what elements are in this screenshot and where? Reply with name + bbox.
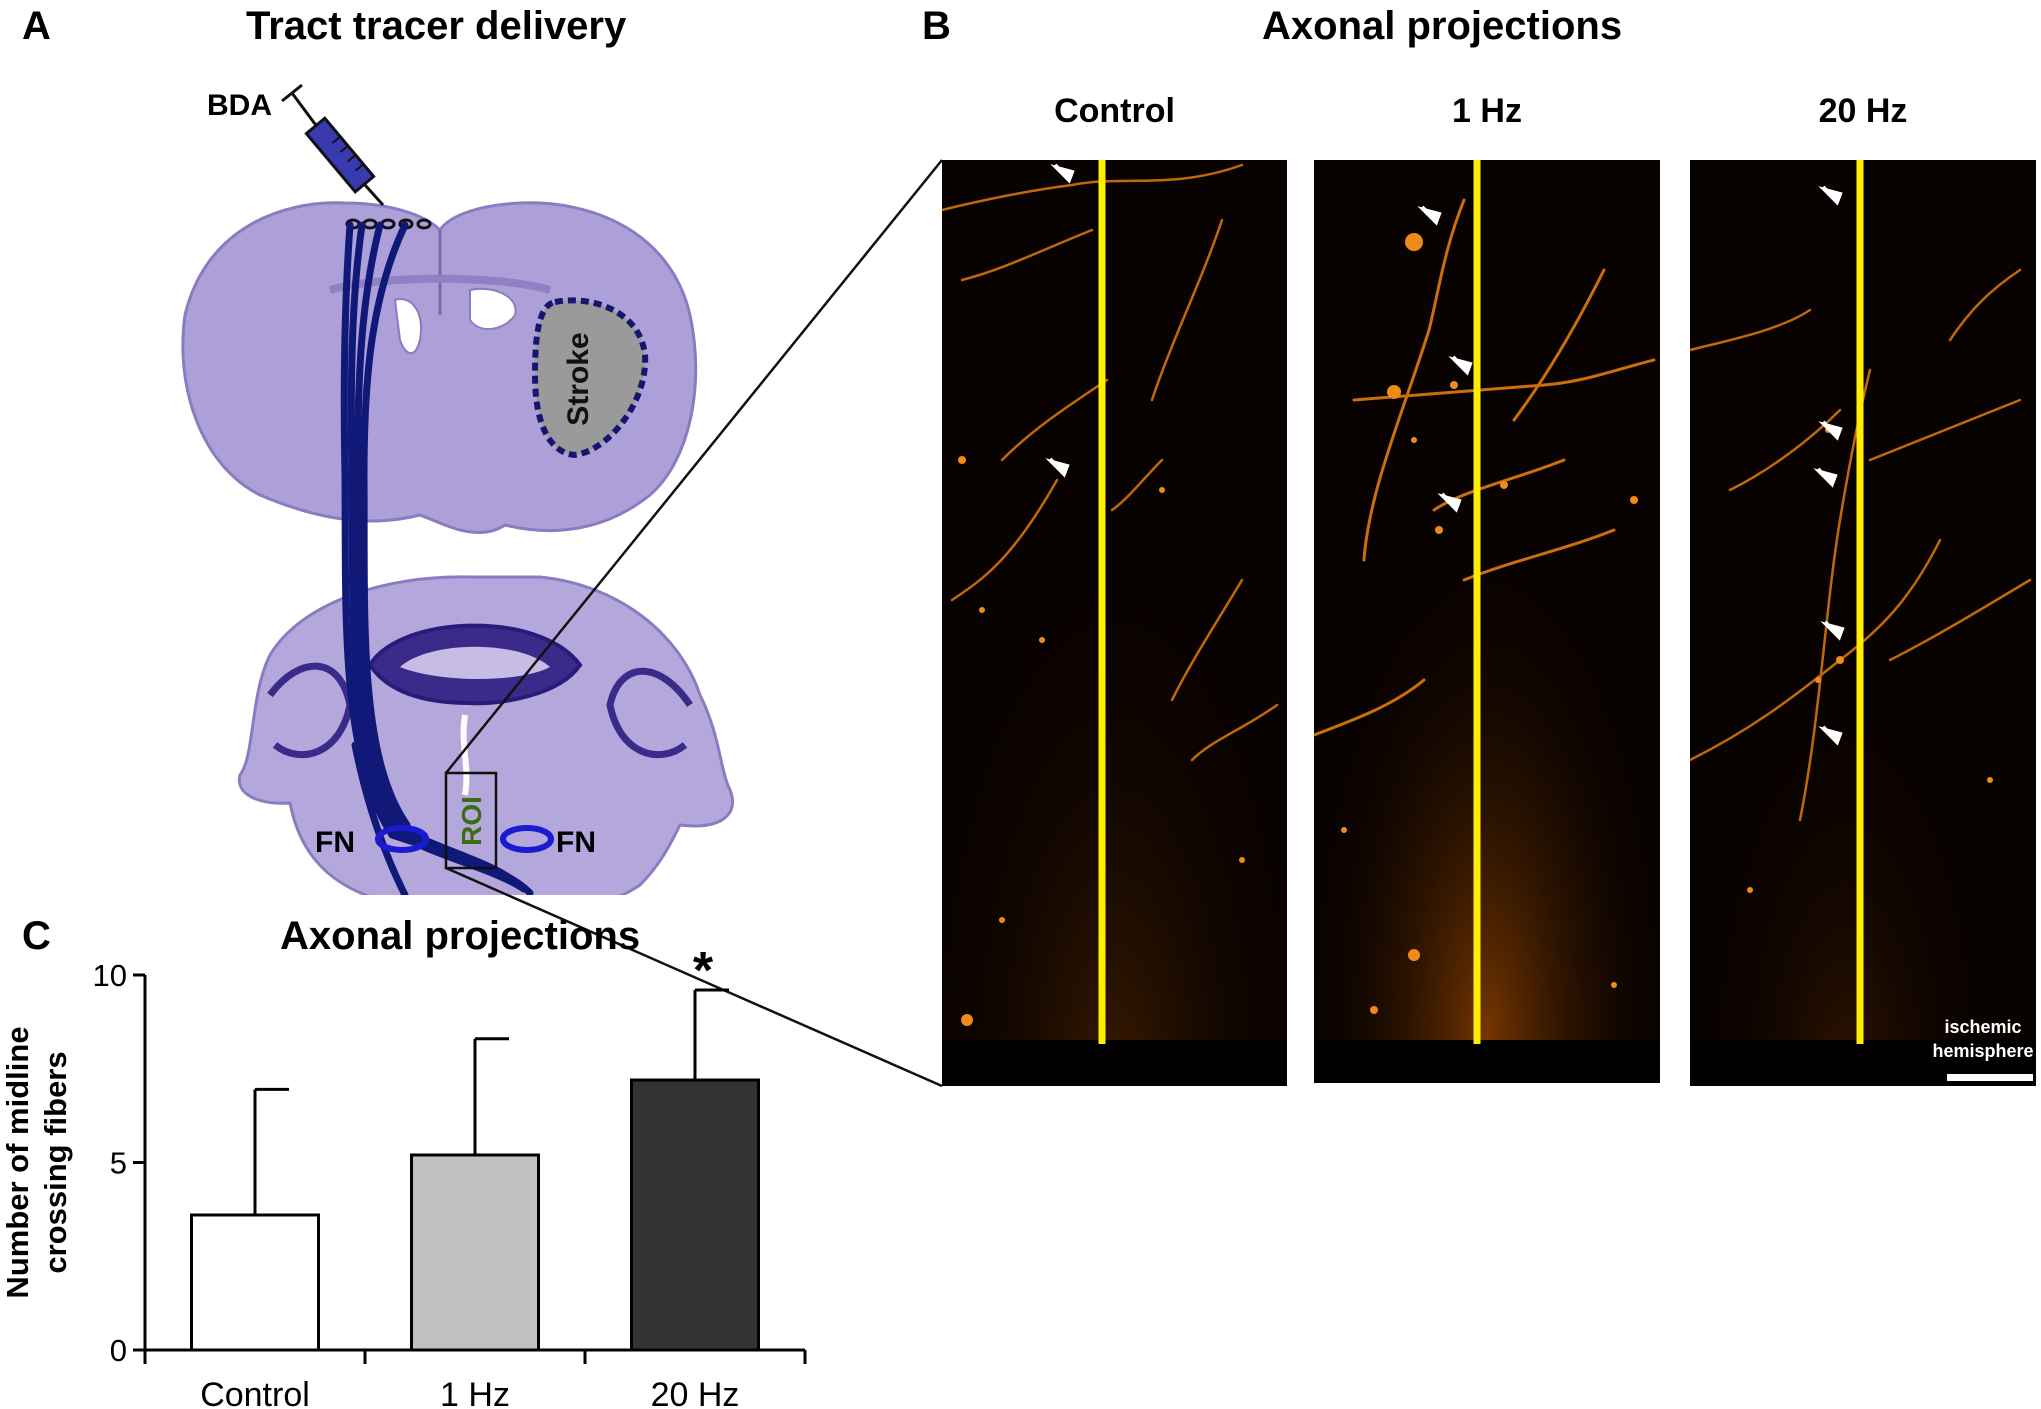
arrow-icons [1045, 163, 1075, 478]
bar [630, 1078, 760, 1352]
micrograph-1hz [1314, 160, 1660, 1083]
fastigial-nucleus-right [500, 825, 554, 853]
stroke-label: Stroke [562, 332, 595, 425]
syringe-plunger-handle [281, 83, 303, 103]
arrow-icons [1417, 205, 1473, 513]
significance-marker: * [693, 950, 714, 1000]
condition-label-20hz: 20 Hz [1818, 92, 1908, 130]
cerebellum-lobe-right [606, 667, 693, 759]
fn-right-label: FN [556, 826, 596, 859]
panel-b-letter: B [922, 4, 951, 48]
bda-label: BDA [207, 89, 272, 122]
y-axis-label: Number of midline crossing fibers [0, 1026, 73, 1298]
scalebar-label-line2: hemisphere [1932, 1041, 2034, 1061]
y-tick-label: 0 [110, 1333, 127, 1368]
micrograph-20hz: ischemic hemisphere [1690, 160, 2036, 1086]
panel-a-schematic: Stroke BDA FN FN ROI [181, 83, 734, 895]
bar [190, 1213, 320, 1352]
x-tick-label: Control [200, 1376, 310, 1409]
fn-left-label: FN [315, 826, 355, 859]
cerebellum-folia-inner [400, 646, 550, 679]
micrograph-control [942, 160, 1287, 1086]
panel-c-letter: C [22, 914, 51, 958]
panel-b-title: Axonal projections [1262, 4, 1623, 48]
hindbrain-fissure [460, 714, 470, 796]
condition-label-1hz: 1 Hz [1452, 92, 1522, 130]
condition-label-control: Control [1054, 92, 1175, 130]
y-axis-label-line1: Number of midline [0, 1026, 35, 1298]
chart-title: Axonal projections [280, 914, 641, 958]
corpus-callosum [328, 274, 552, 294]
roi-box [444, 771, 498, 870]
y-tick-label: 5 [110, 1146, 127, 1181]
arrow-icons [1813, 185, 1845, 746]
syringe-plunger [290, 92, 320, 129]
x-tick-label: 1 Hz [440, 1376, 510, 1409]
scale-bar [1947, 1074, 2033, 1081]
bar-chart: Number of midline crossing fibers 0 5 10Co… [0, 950, 807, 1409]
y-axis-label-line2: crossing fibers [38, 1051, 73, 1273]
left-ventricle [393, 298, 422, 355]
bar [410, 1153, 540, 1352]
syringe-needle [363, 183, 385, 207]
fastigial-nucleus-left [375, 825, 429, 853]
y-tick-label: 10 [93, 958, 127, 993]
roi-label: ROI [456, 796, 487, 846]
stroke-lesion [531, 297, 649, 459]
scalebar-label-line1: ischemic [1944, 1017, 2022, 1037]
panel-a-title: Tract tracer delivery [246, 4, 627, 48]
right-ventricle [469, 287, 517, 330]
syringe-icon [304, 116, 376, 194]
x-tick-label: 20 Hz [651, 1376, 740, 1409]
panel-a-letter: A [22, 4, 51, 48]
